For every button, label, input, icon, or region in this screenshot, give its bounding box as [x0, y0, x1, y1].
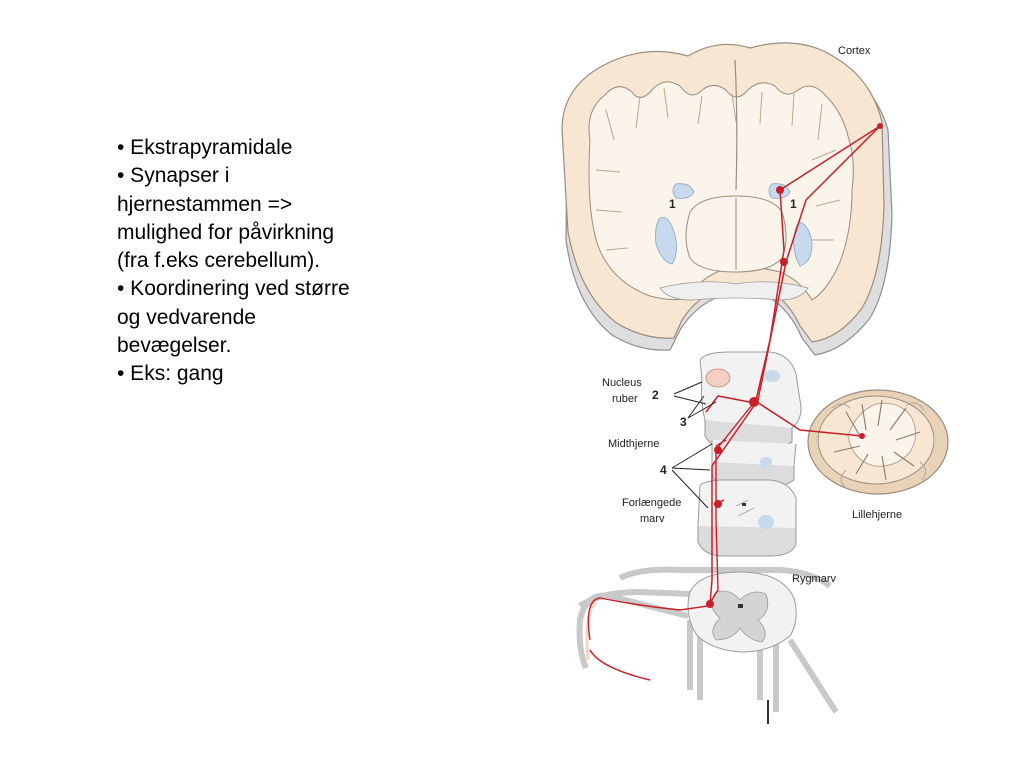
- text-line: • Synapser i: [117, 164, 230, 188]
- synapse-dot: [780, 258, 788, 266]
- number-3: 3: [680, 415, 687, 429]
- text-line: • Ekstrapyramidale: [117, 136, 293, 159]
- label-rygmarv: Rygmarv: [792, 573, 837, 585]
- synapse-dot: [776, 186, 784, 194]
- cerebellum: [807, 389, 949, 495]
- text-line: mulighed for påvirkning: [117, 220, 335, 244]
- label-forlaengede-line1: Forlængede: [622, 497, 681, 509]
- label-nucleus-ruber-line1: Nucleus: [602, 377, 642, 389]
- spinal-cord-section: [576, 566, 839, 724]
- number-1-left: 1: [669, 197, 676, 211]
- text-line: bevægelser.: [117, 334, 232, 358]
- brain-coronal-section: [561, 42, 893, 356]
- text-line: (fra f.eks cerebellum).: [117, 249, 321, 273]
- text-line: hjernestammen =>: [117, 192, 293, 216]
- synapse-dot: [714, 500, 722, 508]
- synapse-dots: [706, 123, 883, 608]
- number-1-right: 1: [790, 197, 797, 211]
- label-nucleus-ruber-line2: ruber: [612, 393, 638, 405]
- text-line: • Eks: gang: [117, 362, 224, 386]
- text-line: • Koordinering ved større: [117, 277, 350, 301]
- leader-lines: [671, 381, 717, 509]
- number-4: 4: [660, 463, 667, 477]
- bullet-text-block: • Ekstrapyramidale • Synapser i hjernest…: [117, 134, 417, 389]
- synapse-dot: [859, 433, 865, 439]
- brainstem-slabs: [697, 351, 802, 557]
- label-cortex: Cortex: [838, 45, 871, 57]
- label-midthjerne: Midthjerne: [608, 438, 659, 450]
- synapse-dot: [714, 446, 722, 454]
- text-line: og vedvarende: [117, 305, 256, 329]
- label-forlaengede-line2: marv: [640, 513, 665, 525]
- label-lillehjerne: Lillehjerne: [852, 509, 902, 521]
- number-2: 2: [652, 388, 659, 402]
- synapse-dot: [706, 600, 714, 608]
- synapse-dot: [749, 397, 759, 407]
- synapse-dot: [877, 123, 883, 129]
